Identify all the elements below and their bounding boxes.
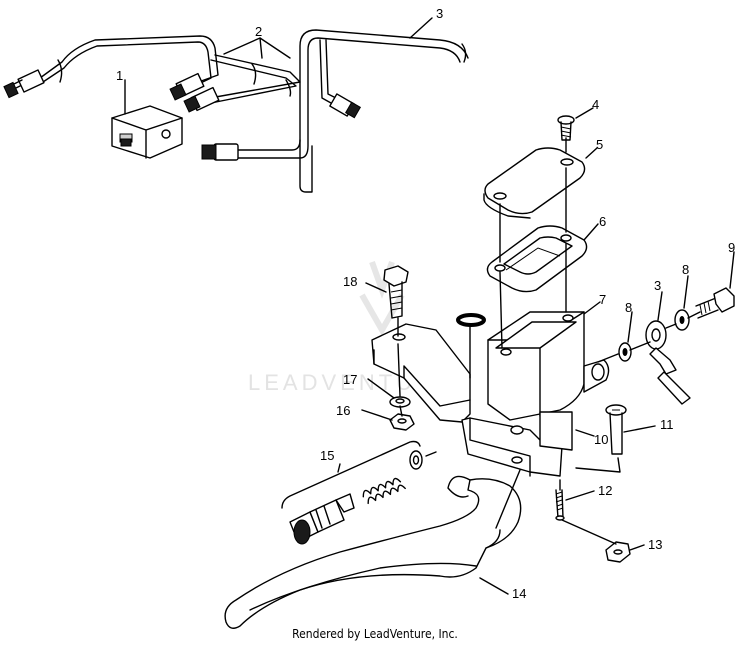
master-cylinder-part-7[interactable] [487, 311, 610, 421]
hard-line-part-3[interactable] [201, 29, 469, 193]
brake-lever-part-14[interactable] [224, 475, 522, 629]
diaphragm-part-6[interactable] [486, 225, 588, 293]
callout-3-banjo: 3 [654, 278, 661, 293]
leader-lines [124, 17, 735, 595]
pivot-screw-part-12[interactable] [555, 489, 565, 521]
callout-12: 12 [598, 483, 612, 498]
piston-assembly-part-15[interactable] [281, 440, 423, 545]
clamp-body-part-10[interactable] [371, 323, 573, 477]
callout-17: 17 [343, 372, 357, 387]
banjo-fitting-part-3[interactable] [645, 320, 691, 405]
callout-15: 15 [320, 448, 334, 463]
cover-screw-part-4[interactable] [557, 115, 575, 141]
callout-1: 1 [116, 68, 123, 83]
callout-18: 18 [343, 274, 357, 289]
footer-credit: Rendered by LeadVenture, Inc. [292, 627, 458, 641]
callout-4: 4 [592, 97, 599, 112]
banjo-bolt-part-9[interactable] [695, 287, 735, 319]
junction-block-part-1[interactable] [111, 105, 183, 159]
callout-11: 11 [660, 417, 674, 432]
callout-6: 6 [599, 214, 606, 229]
callout-14: 14 [512, 586, 526, 601]
banjo-washer-left-part-8[interactable] [618, 342, 632, 362]
pivot-bolt-part-11[interactable] [605, 404, 627, 455]
callout-8-left: 8 [625, 300, 632, 315]
brake-lines-part-2[interactable] [3, 35, 301, 113]
callout-labels: 1 2 3 3 4 5 6 7 8 8 9 10 11 12 13 14 15 … [116, 6, 735, 601]
banjo-washer-right-part-8[interactable] [674, 309, 690, 331]
reservoir-cover-part-5[interactable] [483, 147, 586, 219]
callout-3-hardline: 3 [436, 6, 443, 21]
callout-5: 5 [596, 137, 603, 152]
nut-part-16[interactable] [389, 413, 415, 431]
callout-16: 16 [336, 403, 350, 418]
clamp-bolt-part-18[interactable] [383, 265, 409, 319]
callout-2: 2 [255, 24, 262, 39]
callout-10: 10 [594, 432, 608, 447]
lever-nut-part-13[interactable] [605, 541, 631, 563]
o-ring[interactable] [456, 313, 486, 327]
callout-9: 9 [728, 240, 735, 255]
callout-13: 13 [648, 537, 662, 552]
callout-8-right: 8 [682, 262, 689, 277]
callout-7: 7 [599, 292, 606, 307]
